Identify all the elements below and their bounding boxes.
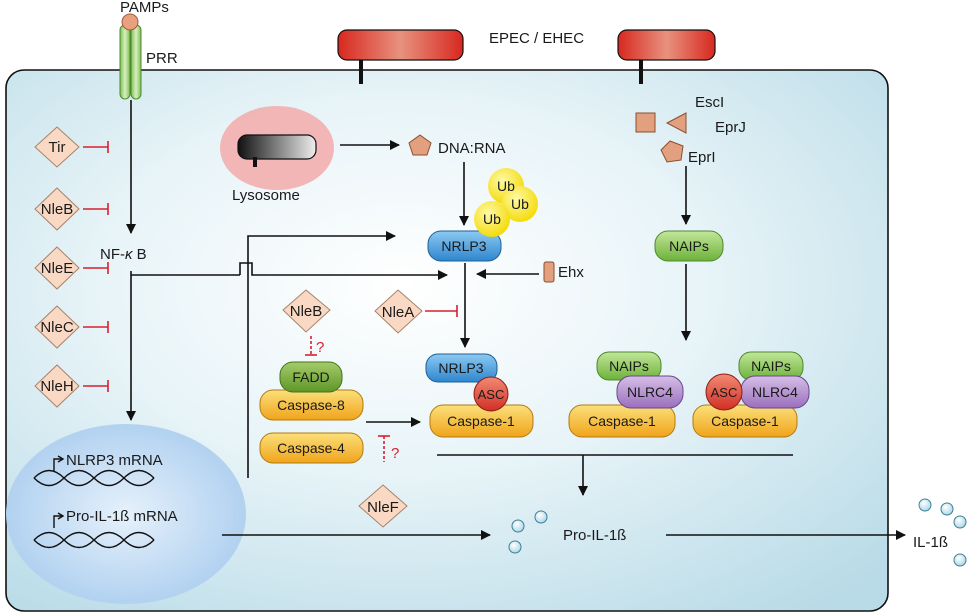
nlrp3-mrna-label: NLRP3 mRNA bbox=[66, 452, 163, 469]
eprl-label: EprI bbox=[688, 149, 716, 166]
effector-nleb-mid: NleB bbox=[282, 289, 331, 333]
nlea-label: NleA bbox=[382, 304, 415, 321]
nleb-left-label: NleB bbox=[41, 201, 74, 218]
nlrc4a-casp1-label: Caspase-1 bbox=[588, 413, 656, 429]
eprj-triangle-icon bbox=[665, 112, 687, 134]
eprj-label: EprJ bbox=[715, 119, 746, 136]
lysosome bbox=[220, 106, 334, 190]
nlrc4b-nlrc4-label: NLRC4 bbox=[752, 384, 798, 400]
nfkb-label: NF-κ B bbox=[100, 246, 147, 263]
nleb-inhibition-mark bbox=[305, 336, 317, 356]
nlrp3-mrna-strand bbox=[33, 455, 155, 487]
nlee-label: NleE bbox=[41, 260, 74, 277]
dna-rna-label: DNA:RNA bbox=[438, 140, 506, 157]
fadd-pill bbox=[279, 361, 343, 393]
tir-label: Tir bbox=[49, 139, 66, 156]
nlrc4-inflammasome-a: NAIPs Caspase-1 NLRC4 bbox=[568, 351, 684, 438]
dna-rna-pentagon-icon bbox=[408, 134, 432, 156]
nlrc4b-casp1-label: Caspase-1 bbox=[711, 413, 779, 429]
prr-receptor bbox=[119, 13, 142, 100]
escl-label: EscI bbox=[695, 94, 724, 111]
il1b-molecules bbox=[918, 498, 967, 567]
nlrc4b-naips-label: NAIPs bbox=[751, 358, 791, 374]
nlrc4a-nlrc4-label: NLRC4 bbox=[627, 384, 673, 400]
ehx-label: Ehx bbox=[558, 264, 584, 281]
ub-label-3: Ub bbox=[483, 211, 501, 227]
pamps-label: PAMPs bbox=[120, 0, 169, 16]
effector-tir: Tir bbox=[34, 126, 80, 168]
nlrp3-inflammasome-nlrp3-label: NRLP3 bbox=[438, 360, 483, 376]
nlrp3-label: NRLP3 bbox=[441, 238, 486, 254]
nlrp3-inflammasome: NRLP3 Caspase-1 ASC bbox=[425, 353, 534, 438]
caspase4-label: Caspase-4 bbox=[277, 440, 345, 456]
il1b-label: IL-1ß bbox=[913, 534, 948, 551]
ehx-icon bbox=[543, 261, 555, 283]
bacterium-left bbox=[337, 29, 464, 84]
pro-il1b-mrna-strand bbox=[33, 512, 155, 549]
nleh-label: NleH bbox=[40, 378, 73, 395]
eprl-pentagon-icon bbox=[660, 140, 684, 163]
nlrc4a-naips-label: NAIPs bbox=[609, 358, 649, 374]
ub-label-1: Ub bbox=[497, 178, 515, 194]
nlrc4b-asc-label: ASC bbox=[711, 385, 738, 400]
lysosome-label: Lysosome bbox=[232, 187, 300, 204]
nlea-inhibition-mark bbox=[425, 305, 458, 317]
ub-label-2: Ub bbox=[511, 196, 529, 212]
nucleus bbox=[6, 424, 246, 604]
bacterium-right bbox=[617, 29, 716, 84]
nlrp3-inflammasome-casp1-label: Caspase-1 bbox=[447, 413, 515, 429]
prr-label: PRR bbox=[146, 50, 178, 67]
pro-il1b-label: Pro-IL-1ß bbox=[563, 527, 626, 544]
caspase8-label: Caspase-8 bbox=[277, 397, 345, 413]
effector-nlee: NleE bbox=[34, 246, 80, 290]
naips-pill bbox=[654, 230, 724, 262]
nleb-mid-label: NleB bbox=[290, 303, 323, 320]
nlec-label: NleC bbox=[40, 319, 74, 336]
pro-il1b-mrna-label: Pro-IL-1ß mRNA bbox=[66, 508, 178, 525]
effector-nlec: NleC bbox=[34, 305, 80, 349]
nlrp3-pill bbox=[427, 230, 502, 262]
pathway-arrows bbox=[126, 100, 906, 540]
nlrp3-inflammasome-asc-label: ASC bbox=[478, 387, 505, 402]
effector-nleh: NleH bbox=[34, 364, 80, 408]
escl-square-icon bbox=[635, 112, 656, 133]
nlef-question-mark: ? bbox=[391, 445, 399, 462]
pro-il1b-molecules bbox=[508, 510, 548, 554]
nlef-label: NleF bbox=[367, 499, 399, 516]
ubiquitin-cluster: Ub Ub Ub bbox=[474, 168, 538, 237]
nleb-question-mark: ? bbox=[316, 339, 324, 356]
effector-nleb-left: NleB bbox=[34, 187, 80, 231]
pathogen-label: EPEC / EHEC bbox=[489, 30, 584, 47]
caspase4-pill bbox=[259, 432, 364, 464]
effector-nlea: NleA bbox=[374, 289, 423, 334]
naips-label: NAIPs bbox=[669, 238, 709, 254]
effector-nlef: NleF bbox=[358, 484, 408, 528]
left-inhibition-marks bbox=[83, 141, 109, 392]
fadd-label: FADD bbox=[292, 369, 329, 385]
nlrc4-inflammasome-b: NAIPs Caspase-1 NLRC4 ASC bbox=[692, 351, 810, 438]
nlef-inhibition-mark bbox=[378, 435, 390, 462]
